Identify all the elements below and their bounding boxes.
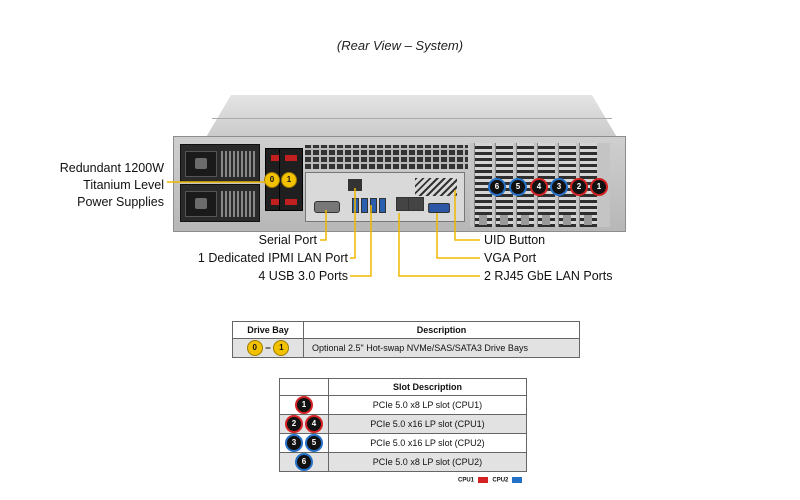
pcie-slot-badge: 4: [530, 178, 548, 196]
drive-bay-latch: [271, 199, 283, 205]
drive-table-badges-cell: 0 – 1: [232, 338, 304, 358]
psu-2-vent: [221, 191, 255, 217]
drive-bay-badge-1: 1: [273, 340, 290, 356]
slot-table-row: 6 PCIe 5.0 x8 LP slot (CPU2): [279, 452, 527, 472]
chassis-top-cover: [205, 95, 618, 139]
callout-rj45-ports: 2 RJ45 GbE LAN Ports: [484, 269, 613, 283]
callout-serial-port: Serial Port: [258, 233, 317, 247]
slot-tab: [584, 215, 592, 225]
slot-badge: 1: [295, 396, 313, 414]
callout-power-supplies: Redundant 1200W Titanium Level Power Sup…: [60, 160, 164, 211]
drive-table-description: Optional 2.5" Hot-swap NVMe/SAS/SATA3 Dr…: [303, 338, 580, 358]
drive-bay-latch: [285, 199, 297, 205]
drive-badge-label: 1: [273, 340, 290, 356]
vga-port: [428, 203, 450, 213]
legend-cpu1-label: CPU1: [458, 477, 475, 484]
slot-table-badges-cell: 1: [279, 395, 329, 415]
drive-bay-latch: [271, 155, 283, 161]
drive-table-header-bay: Drive Bay: [232, 321, 304, 339]
drive-badge-label: 0: [246, 340, 263, 356]
slot-tab: [500, 215, 508, 225]
io-panel: [305, 172, 465, 222]
slot-table-header-row: Slot Description: [279, 378, 527, 396]
slot-tab: [479, 215, 487, 225]
drive-bay-table: Drive Bay Description 0 – 1 Optional 2.5…: [232, 321, 580, 358]
pcie-slot-badge: 6: [488, 178, 506, 196]
legend-cpu1-swatch: [477, 477, 488, 483]
slot-table-row: 1 PCIe 5.0 x8 LP slot (CPU1): [279, 395, 527, 415]
callout-uid-button: UID Button: [484, 233, 546, 247]
power-supply-1: [180, 144, 260, 182]
pcie-slot-badge: 2: [570, 178, 588, 196]
power-socket-icon: [195, 158, 207, 169]
callout-power-supplies-line-3: Power Supplies: [77, 195, 164, 209]
drive-table-row: 0 – 1 Optional 2.5" Hot-swap NVMe/SAS/SA…: [232, 338, 580, 358]
callout-line-ipmi: [350, 188, 356, 259]
drive-table-header-row: Drive Bay Description: [232, 321, 580, 339]
slot-table-header-empty: [279, 378, 329, 396]
slot-badge: 4: [305, 415, 323, 433]
pcie-slot-badge: 3: [550, 178, 568, 196]
pcie-slot-bracket: [474, 143, 492, 227]
io-panel-vent: [415, 178, 457, 196]
slot-badge: 5: [305, 434, 323, 452]
chassis-top-seam: [212, 118, 612, 119]
drive-bay-latch: [285, 155, 297, 161]
slot-badge: 3: [285, 434, 303, 452]
callout-power-supplies-line-1: Redundant 1200W: [59, 161, 164, 175]
slot-table-description: PCIe 5.0 x8 LP slot (CPU1): [328, 395, 527, 415]
power-socket-icon: [195, 198, 207, 209]
callout-line-usb: [350, 205, 372, 277]
drive-table-header-description: Description: [303, 321, 580, 339]
drive-bay-badge: 1: [281, 172, 297, 188]
power-supply-2: [180, 184, 260, 222]
callout-line-serial: [320, 210, 327, 241]
pcie-slot-badge: 1: [590, 178, 608, 196]
slot-badge: 2: [285, 415, 303, 433]
drive-badge-separator: –: [265, 342, 271, 354]
pcie-slot-badge: 5: [509, 178, 527, 196]
callout-line-vga: [436, 213, 480, 259]
legend-cpu2-label: CPU2: [492, 477, 509, 484]
slot-table-description: PCIe 5.0 x16 LP slot (CPU1): [328, 414, 527, 434]
chassis-vent-grid: [305, 145, 468, 169]
rj45-lan-port: [408, 197, 424, 211]
slot-table-description: PCIe 5.0 x8 LP slot (CPU2): [328, 452, 527, 472]
psu-2-inlet: [185, 191, 217, 217]
cpu-legend: CPU1 CPU2: [458, 477, 525, 484]
slot-badge: 6: [295, 453, 313, 471]
callout-usb-ports: 4 USB 3.0 Ports: [258, 269, 348, 283]
slot-tab: [521, 215, 529, 225]
usb-port: [379, 198, 386, 213]
slot-table-header: Slot Description: [328, 378, 527, 396]
callout-power-supplies-line-2: Titanium Level: [83, 178, 164, 192]
callout-ipmi-lan-port: 1 Dedicated IPMI LAN Port: [197, 251, 348, 265]
slot-table-description: PCIe 5.0 x16 LP slot (CPU2): [328, 433, 527, 453]
psu-1-inlet: [185, 151, 217, 177]
psu-1-vent: [221, 151, 255, 177]
slot-tab: [563, 215, 571, 225]
slot-tab: [542, 215, 550, 225]
callout-line-rj45: [398, 213, 480, 277]
drive-bay-badge-0: 0: [246, 340, 263, 356]
figure-caption: (Rear View – System): [336, 38, 464, 53]
callout-line-uid: [454, 190, 480, 241]
serial-port: [314, 201, 340, 213]
callout-vga-port: VGA Port: [484, 251, 537, 265]
drive-bay-badge: 0: [264, 172, 280, 188]
legend-cpu2-swatch: [512, 477, 523, 483]
slot-table-badges-cell: 6: [279, 452, 329, 472]
usb-port: [361, 198, 368, 213]
